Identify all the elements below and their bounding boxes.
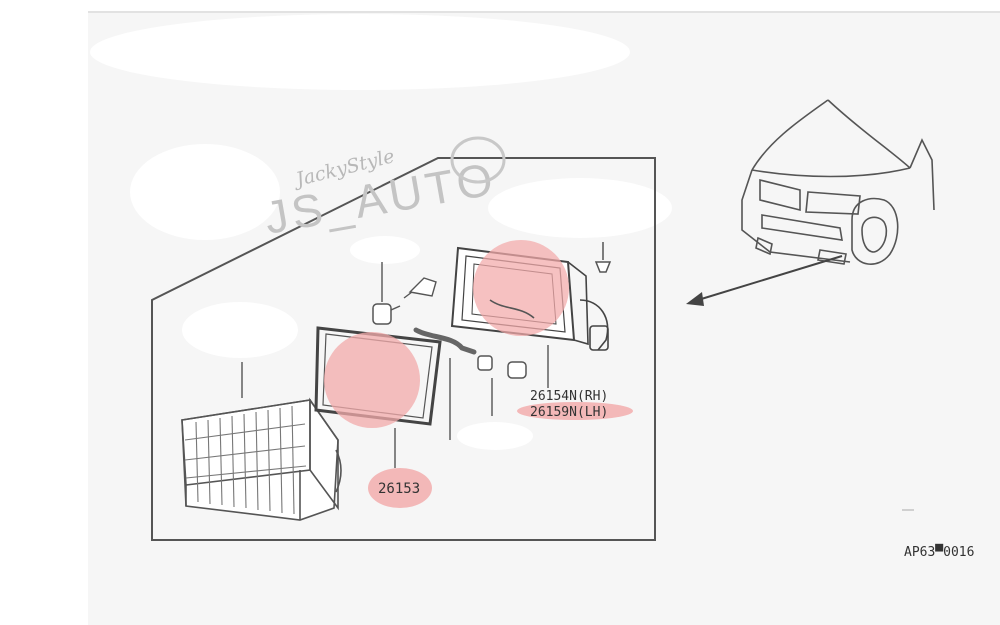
highlight-label-lh [517, 402, 633, 420]
highlight-gasket [324, 332, 420, 428]
parts-frame [151, 157, 656, 541]
erased-patches [90, 14, 672, 450]
highlight-label-26153 [368, 468, 432, 508]
part-number-rh: 26154N(RH) [530, 389, 608, 404]
bulb-clip [403, 277, 437, 299]
mounting-screw [594, 242, 612, 273]
part-number-lh: 26159N(LH) [530, 405, 608, 420]
highlight-housing [473, 240, 569, 336]
wire-harness [413, 327, 477, 355]
bulb-socket [477, 355, 527, 379]
bulb [372, 303, 401, 325]
diagram-code: AP63▀0016 [904, 543, 974, 560]
watermark-ring [450, 136, 506, 184]
car-front-illustration [741, 99, 935, 265]
fog-lamp-lens-assembly [181, 397, 342, 521]
housing-wire [489, 299, 535, 319]
part-number-26153: 26153 [378, 481, 420, 497]
callout-arrow [686, 255, 843, 306]
